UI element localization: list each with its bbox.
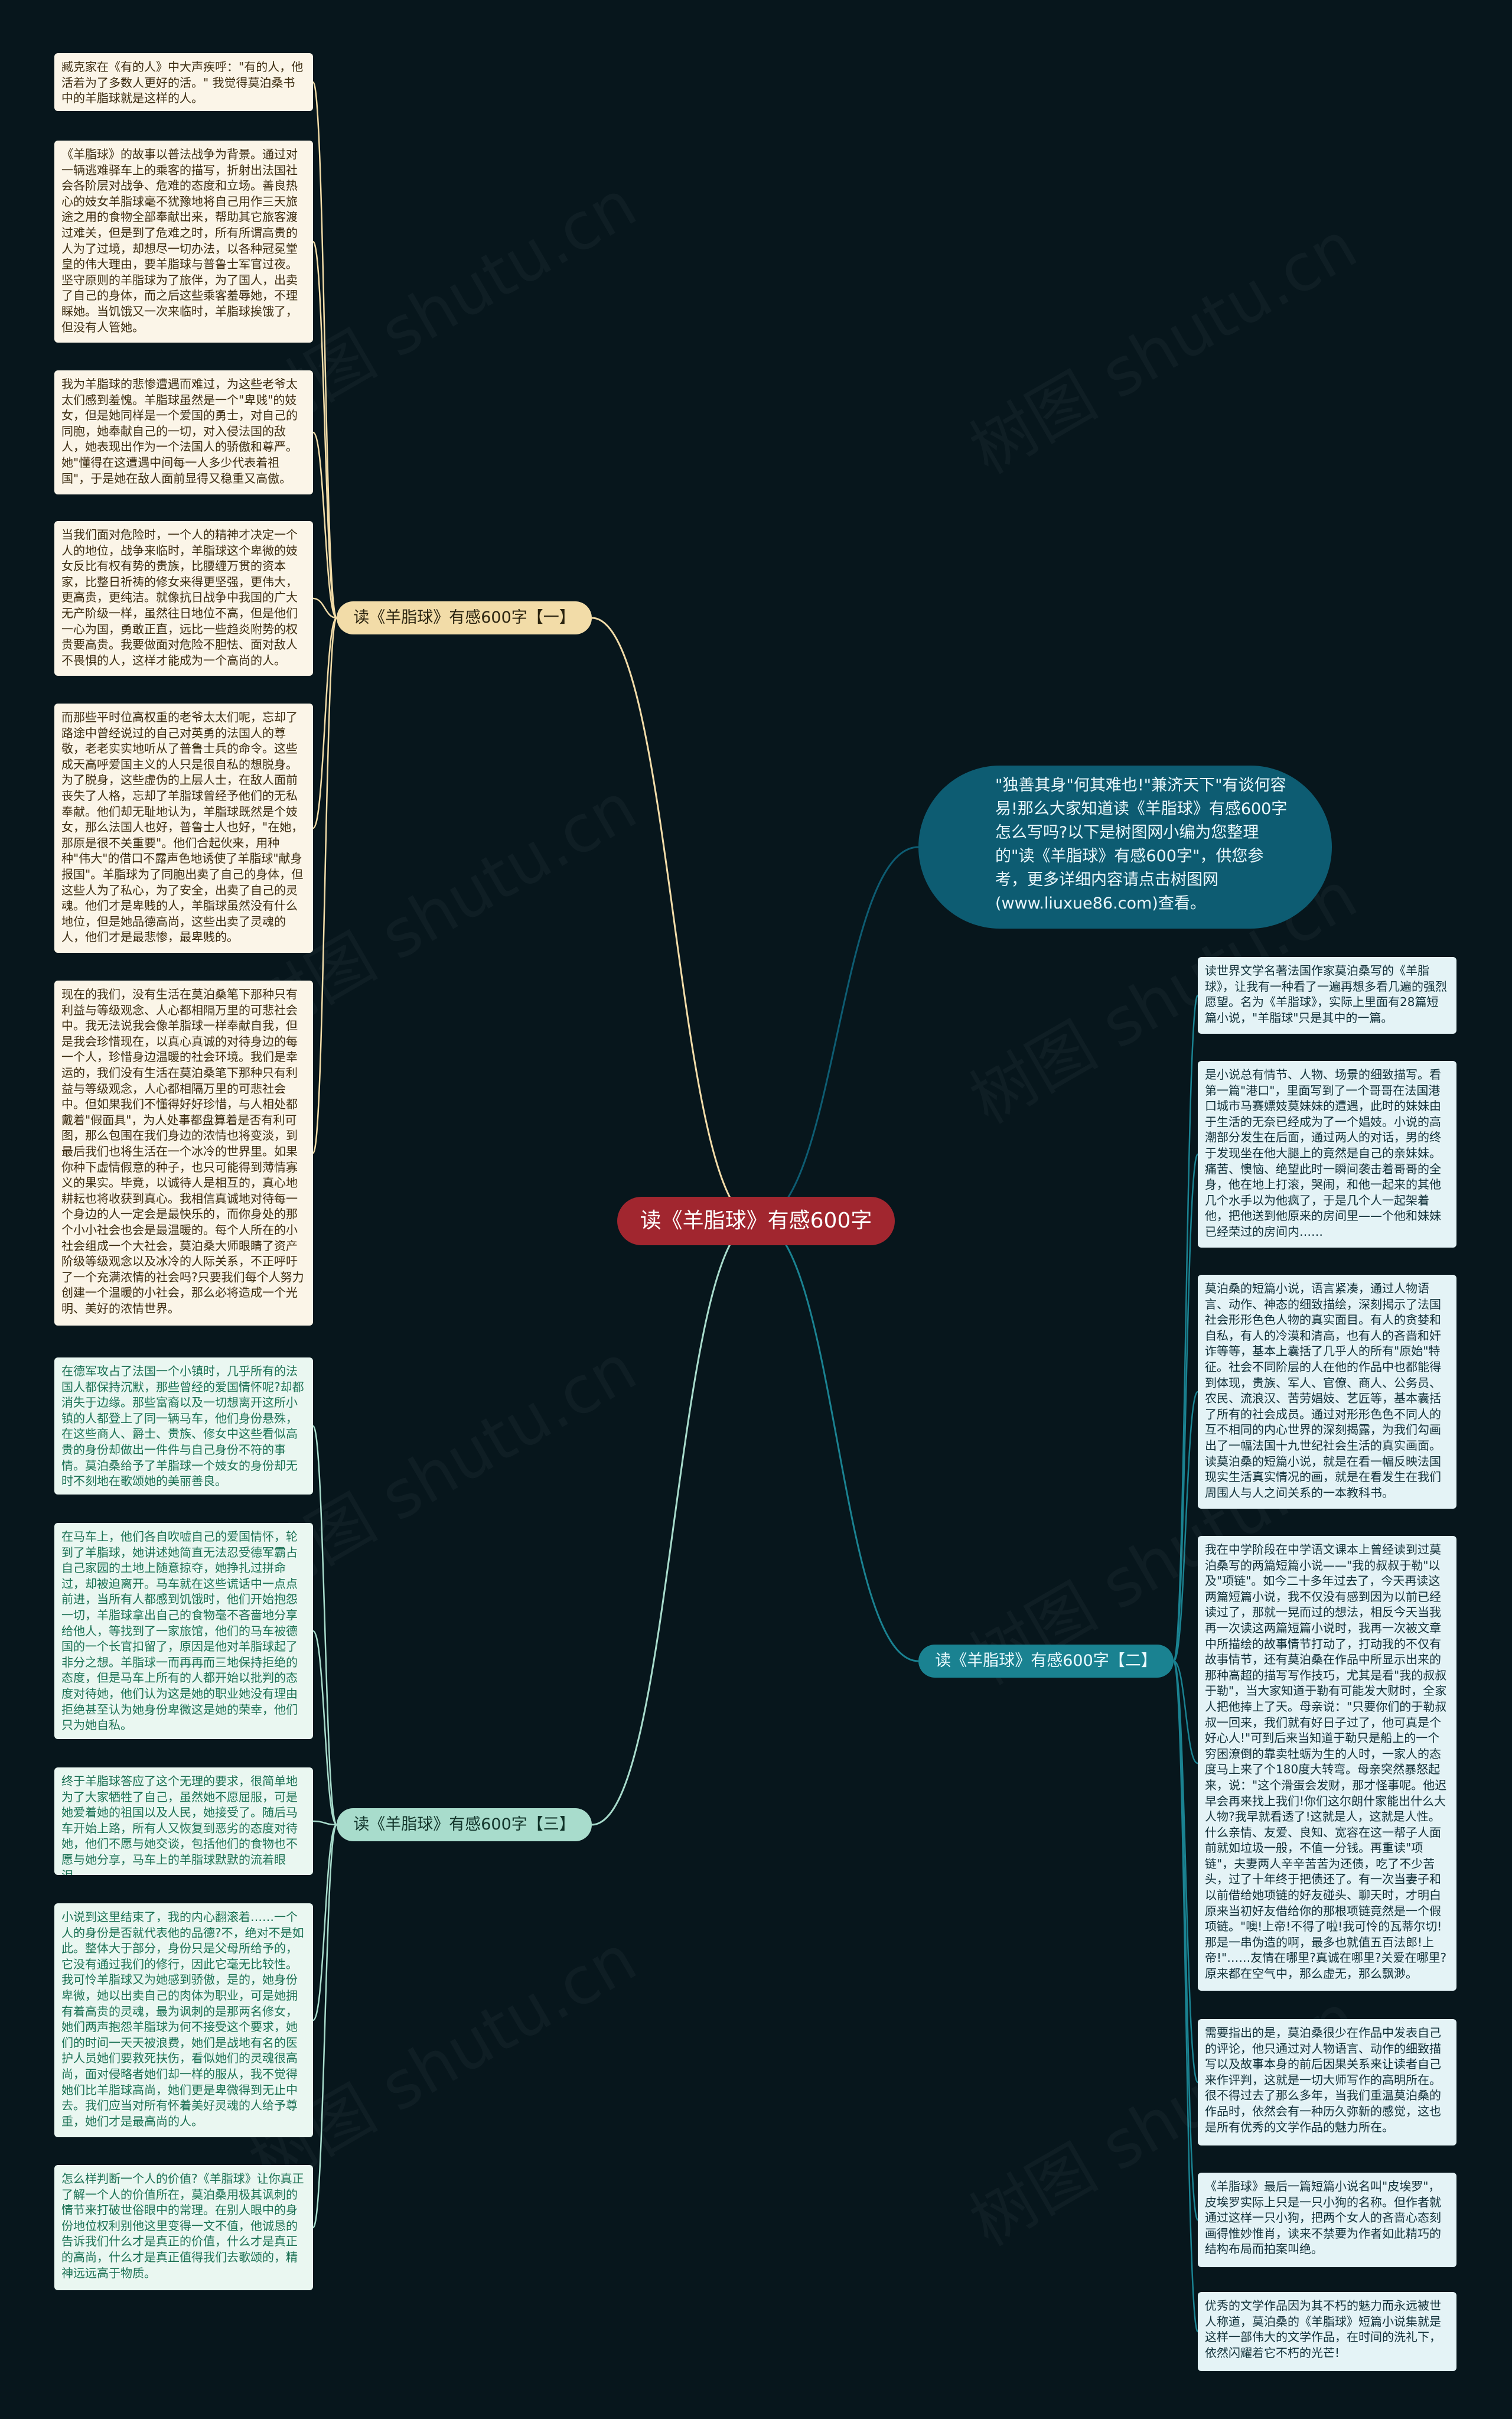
intro-node[interactable]: "独善其身"何其难也!"兼济天下"有谈何容易!那么大家知道读《羊脂球》有感600… [918,766,1332,929]
branch-node-1[interactable]: 读《羊脂球》有感600字【一】 [337,601,592,634]
leaf-node[interactable]: 当我们面对危险时，一个人的精神才决定一个人的地位，战争来临时，羊脂球这个卑微的妓… [54,521,313,676]
connector-line [312,1824,338,2021]
connector-line [1172,1660,1199,2333]
connector-line [312,597,337,619]
leaf-node[interactable]: 现在的我们，没有生活在莫泊桑笔下那种只有利益与等级观念、人心都相隔万里的可悲社会… [54,981,313,1326]
leaf-node[interactable]: 莫泊桑的短篇小说，语言紧凑，通过人物语言、动作、神态的细致描绘，深刻揭示了法国社… [1198,1275,1456,1509]
leaf-node[interactable]: 臧克家在《有的人》中大声疾呼："有的人，他活着为了多数人更好的活。" 我觉得莫泊… [54,53,313,111]
connector-line [591,1220,757,1826]
leaf-node[interactable]: 我在中学阶段在中学语文课本上曾经读到过莫泊桑写的两篇短篇小说——"我的叔叔于勒"… [1198,1536,1456,1991]
connector-line [312,240,338,619]
branch-node-2[interactable]: 读《羊脂球》有感600字【二】 [918,1645,1174,1678]
connector-line [1173,1660,1198,1764]
connector-line [312,1630,338,1826]
leaf-node[interactable]: 读世界文学名著法国作家莫泊桑写的《羊脂球》，让我有一种看了一遍再想多看几遍的强烈… [1198,957,1456,1034]
leaf-node[interactable]: 怎么样判断一个人的价值?《羊脂球》让你真正了解一个人的价值所在，莫泊桑用极其讽刺… [54,2165,313,2290]
connector-line [755,846,919,1222]
leaf-node[interactable]: 《羊脂球》最后一篇短篇小说名叫"皮埃罗"，皮埃罗实际上只是一只小狗的名称。但作者… [1198,2173,1456,2267]
leaf-node[interactable]: 《羊脂球》的故事以普法战争为背景。通过对一辆逃难驿车上的乘客的描写，折射出法国社… [54,141,313,343]
connector-line [312,1824,338,2229]
connector-line [755,1220,919,1662]
leaf-node[interactable]: 终于羊脂球答应了这个无理的要求，很简单地为了大家牺牲了自己，虽然她不愿屈服，可是… [54,1767,313,1875]
leaf-node[interactable]: 而那些平时位高权重的老爷太太们呢，忘却了路途中曾经说过的自己对英勇的法国人的尊敬… [54,704,313,953]
connector-line [312,617,338,1154]
leaf-node[interactable]: 需要指出的是，莫泊桑很少在作品中发表自己的评论，他只通过对人物语言、动作的细致描… [1198,2019,1456,2145]
leaf-node[interactable]: 我为羊脂球的悲惨遭遇而难过，为这些老爷太太们感到羞愧。羊脂球虽然是一个"卑贱"的… [54,370,313,494]
connector-line [312,1820,337,1826]
root-node[interactable]: 读《羊脂球》有感600字 [617,1197,895,1245]
connector-line [591,617,757,1222]
connector-line [312,431,338,619]
connector-line [1172,1660,1199,2221]
leaf-node[interactable]: 优秀的文学作品因为其不朽的魅力而永远被世人称道，莫泊桑的《羊脂球》短篇小说集就是… [1198,2292,1456,2371]
connector-line [1172,994,1199,1662]
connector-line [1172,1153,1199,1662]
connector-line [312,81,338,619]
connector-line [312,1425,338,1826]
leaf-node[interactable]: 在德军攻占了法国一个小镇时，几乎所有的法国人都保持沉默，那些曾经的爱国情怀呢?却… [54,1357,313,1495]
leaf-node[interactable]: 是小说总有情节、人物、场景的细致描写。看第一篇"港口"，里面写到了一个哥哥在法国… [1198,1061,1456,1248]
connector-line [1172,1391,1199,1662]
leaf-node[interactable]: 在马车上，他们各自吹嘘自己的爱国情怀，轮到了羊脂球，她讲述她简直无法忍受德军霸占… [54,1523,313,1739]
connector-line [312,617,338,829]
leaf-node[interactable]: 小说到这里结束了，我的内心翻滚着……一个人的身份是否就代表他的品德?不，绝对不是… [54,1903,313,2137]
branch-node-3[interactable]: 读《羊脂球》有感600字【三】 [337,1808,592,1841]
